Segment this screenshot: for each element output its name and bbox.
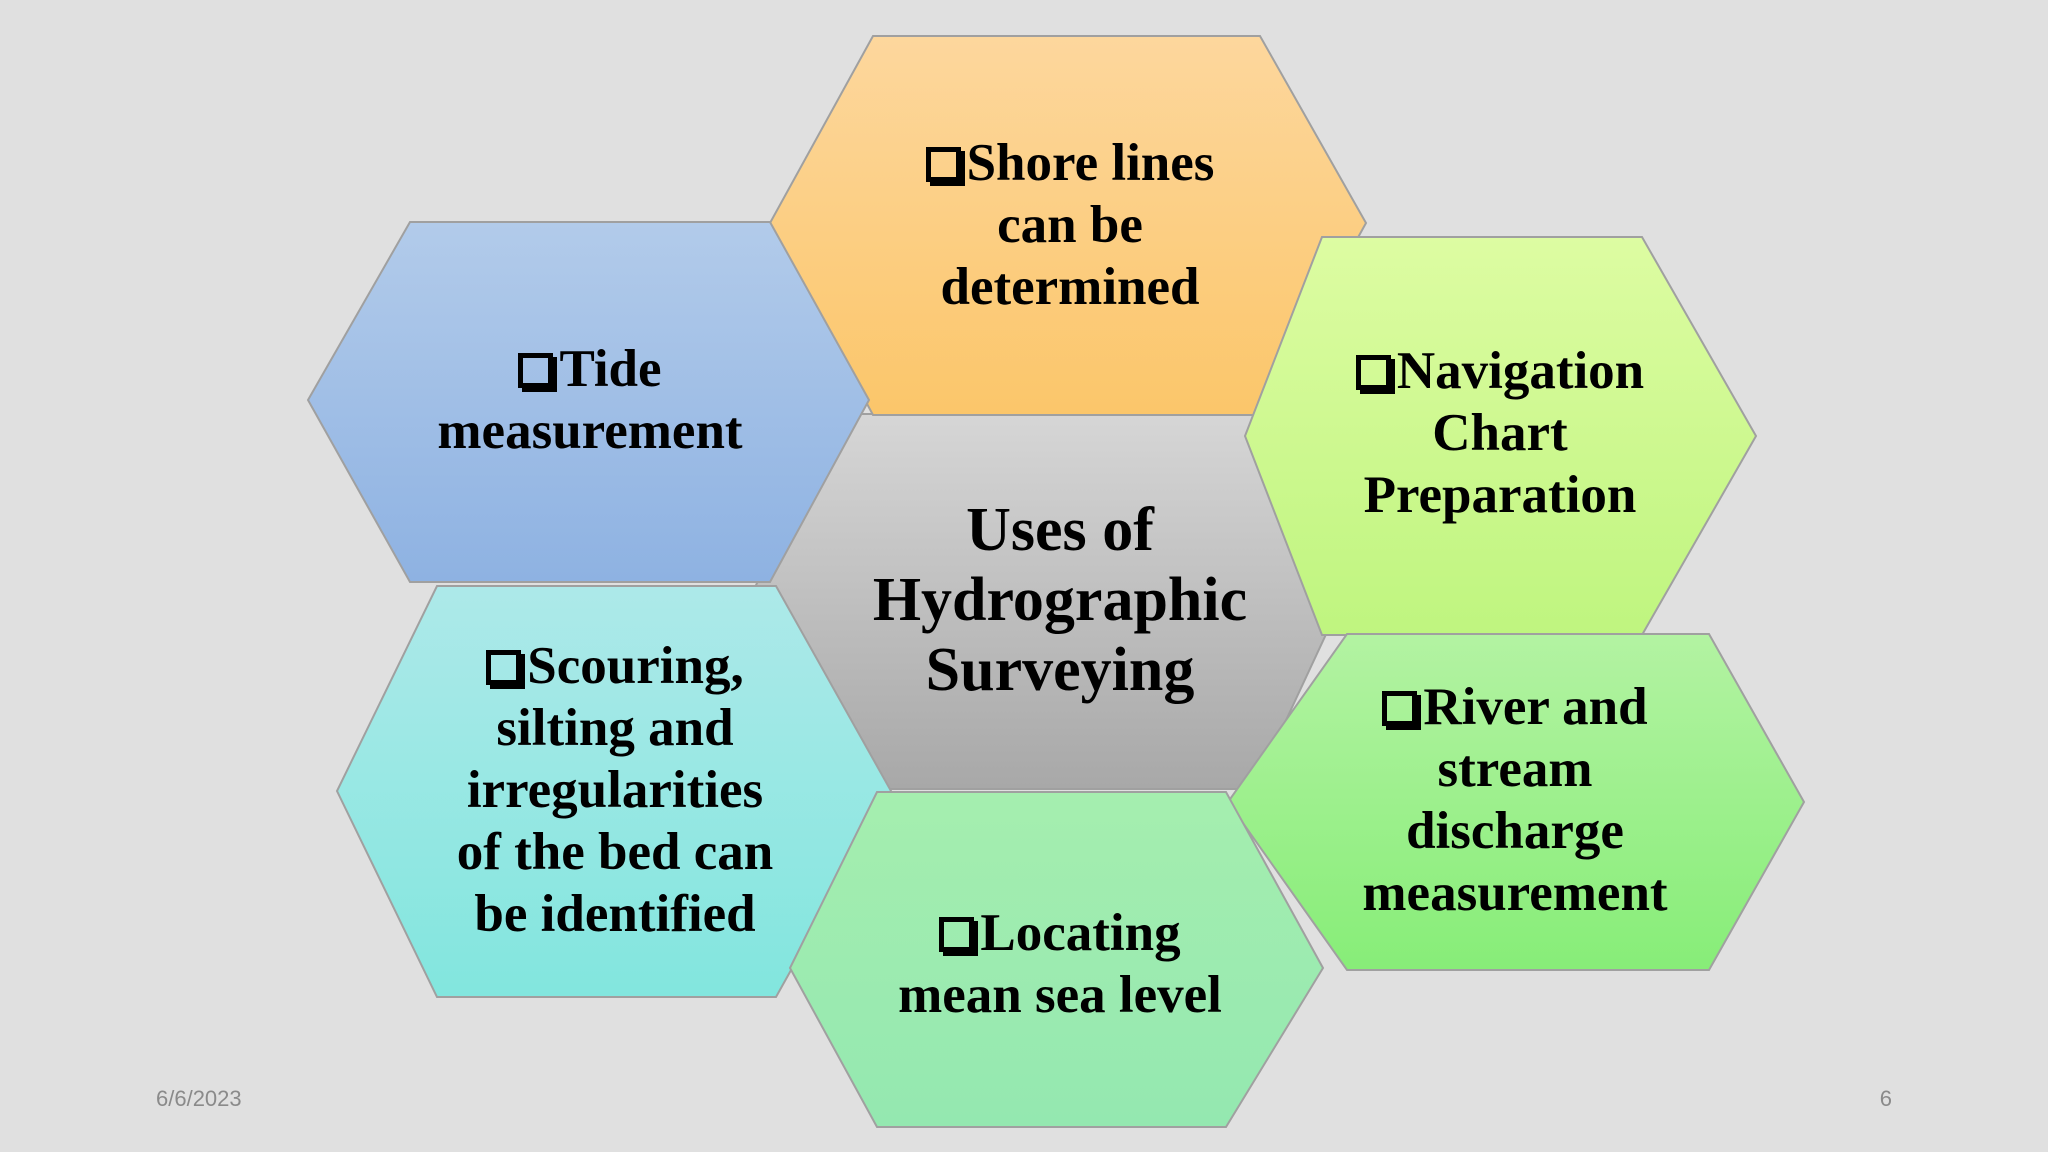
checkbox-bullet-icon xyxy=(518,353,554,388)
river-line: measurement xyxy=(1362,864,1668,922)
scouring-line: silting and xyxy=(496,699,734,757)
tide-measurement-text: Tide measurement xyxy=(380,330,800,470)
checkbox-bullet-icon xyxy=(925,147,961,182)
navigation-line: Chart xyxy=(1432,404,1568,462)
checkbox-bullet-icon xyxy=(486,650,522,685)
mean-sea-level-text: Locating mean sea level xyxy=(840,894,1280,1034)
scouring-line: be identified xyxy=(474,885,756,943)
shore-lines-line: can be xyxy=(997,196,1143,254)
checkbox-bullet-icon xyxy=(939,917,975,952)
footer-page-number: 6 xyxy=(1879,1086,1892,1111)
checkbox-bullet-icon xyxy=(1382,691,1418,726)
navigation-line: Preparation xyxy=(1363,466,1637,524)
shore-lines-text: Shore lines can be determined xyxy=(830,120,1310,330)
tide-line: measurement xyxy=(437,402,743,460)
footer-date: 6/6/2023 xyxy=(156,1086,242,1111)
tide-line: Tide xyxy=(559,340,662,398)
navigation-text: Navigation Chart Preparation xyxy=(1300,338,1700,528)
river-line: stream xyxy=(1437,740,1593,798)
shore-lines-line: determined xyxy=(940,258,1200,316)
center-title-line: Hydrographic xyxy=(872,566,1248,634)
scouring-line: of the bed can xyxy=(456,823,774,881)
mean-sea-level-line: mean sea level xyxy=(898,966,1222,1024)
river-line: discharge xyxy=(1406,802,1624,860)
center-title-line: Uses of xyxy=(966,496,1154,564)
mean-sea-level-line: Locating xyxy=(980,904,1181,962)
center-title: Uses of Hydrographic Surveying xyxy=(780,440,1340,760)
checkbox-bullet-icon xyxy=(1355,355,1391,390)
hex-scouring xyxy=(335,585,893,998)
scouring-line: Scouring, xyxy=(527,637,744,695)
hex-tide-measurement xyxy=(306,221,871,583)
river-line: River and xyxy=(1423,678,1648,736)
center-title-line: Surveying xyxy=(925,636,1195,704)
scouring-line: irregularities xyxy=(466,761,764,819)
shore-lines-line: Shore lines xyxy=(966,134,1215,192)
navigation-line: Navigation xyxy=(1396,342,1645,400)
hex-mean-sea-level xyxy=(788,791,1325,1128)
river-text: River and stream discharge measurement xyxy=(1300,672,1730,928)
scouring-text: Scouring, silting and irregularities of … xyxy=(400,630,830,950)
